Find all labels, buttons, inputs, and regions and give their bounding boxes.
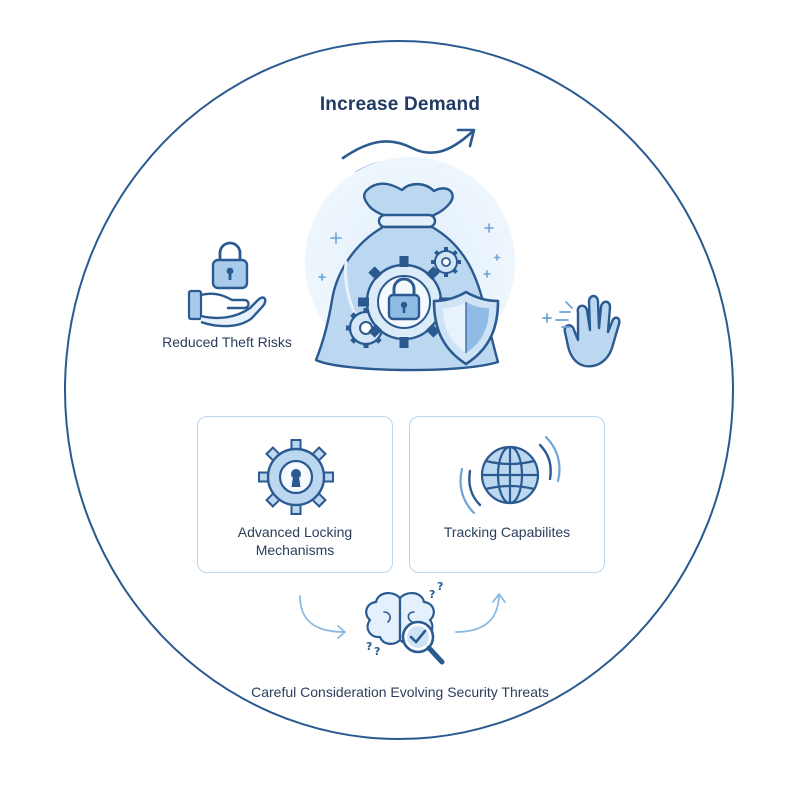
hand-wave-icon (542, 294, 621, 368)
outer-circle (64, 40, 734, 740)
tracking-capabilities-card: Tracking Capabilites (409, 416, 605, 573)
reduced-theft-risks-label: Reduced Theft Risks (162, 334, 292, 350)
gear-keyhole-icon (258, 439, 334, 515)
money-bag-icon (314, 182, 500, 372)
advanced-locking-label: Advanced Locking Mechanisms (237, 524, 353, 558)
sparkle-icons (318, 223, 501, 281)
svg-text:?: ? (429, 588, 435, 601)
careful-consideration-label: Careful Consideration Evolving Security … (251, 684, 549, 700)
svg-text:?: ? (437, 580, 443, 593)
diagram-title: Increase Demand (319, 94, 481, 115)
hand-lock-icon (187, 241, 267, 328)
svg-text:?: ? (366, 640, 372, 653)
globe-signal-icon (459, 435, 561, 515)
tracking-capabilities-label: Tracking Capabilites (443, 524, 571, 540)
brain-magnifier-icon: ? ? ? ? (365, 580, 445, 665)
advanced-locking-card: Advanced Locking Mechanisms (197, 416, 393, 573)
connector-arrows (299, 593, 506, 639)
svg-text:?: ? (374, 645, 380, 658)
